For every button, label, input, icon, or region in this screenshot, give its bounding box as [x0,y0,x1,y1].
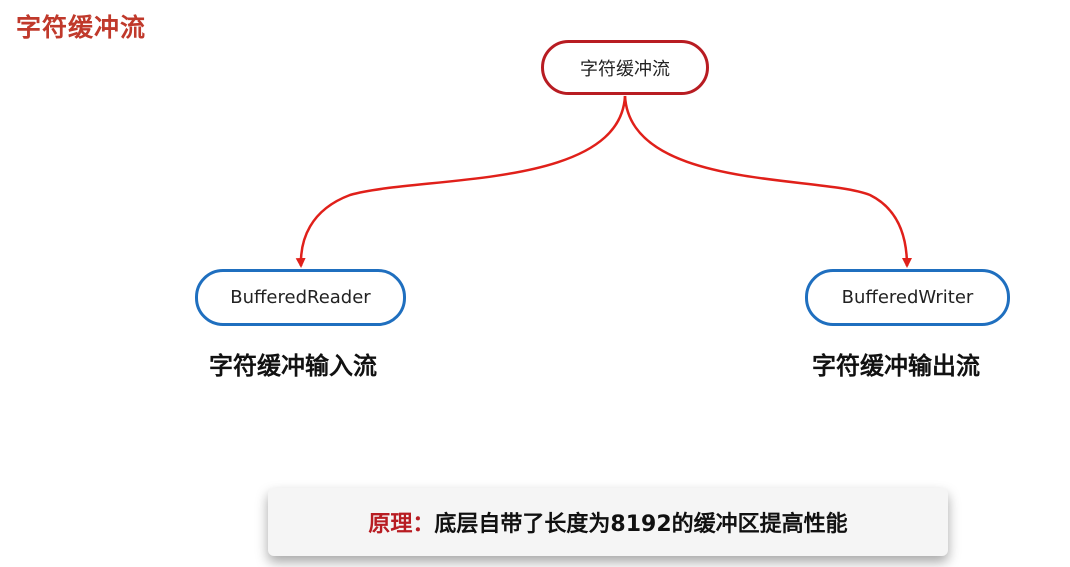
principle-text: 底层自带了长度为8192的缓冲区提高性能 [434,512,848,537]
page-title: 字符缓冲流 [16,13,147,42]
buffered-reader-label: BufferedReader [230,287,371,308]
root-node-label: 字符缓冲流 [580,58,670,80]
root-node: 字符缓冲流 [541,40,709,95]
buffered-reader-node: BufferedReader [195,269,406,326]
reader-caption: 字符缓冲输入流 [209,352,377,380]
buffered-writer-node: BufferedWriter [805,269,1010,326]
principle-label: 原理： [368,512,435,537]
writer-caption: 字符缓冲输出流 [812,352,980,380]
principle-box: 原理： 底层自带了长度为8192的缓冲区提高性能 [268,488,948,556]
buffered-writer-label: BufferedWriter [841,287,974,308]
arrow-to-writer [623,95,912,268]
arrow-to-reader [295,95,627,268]
